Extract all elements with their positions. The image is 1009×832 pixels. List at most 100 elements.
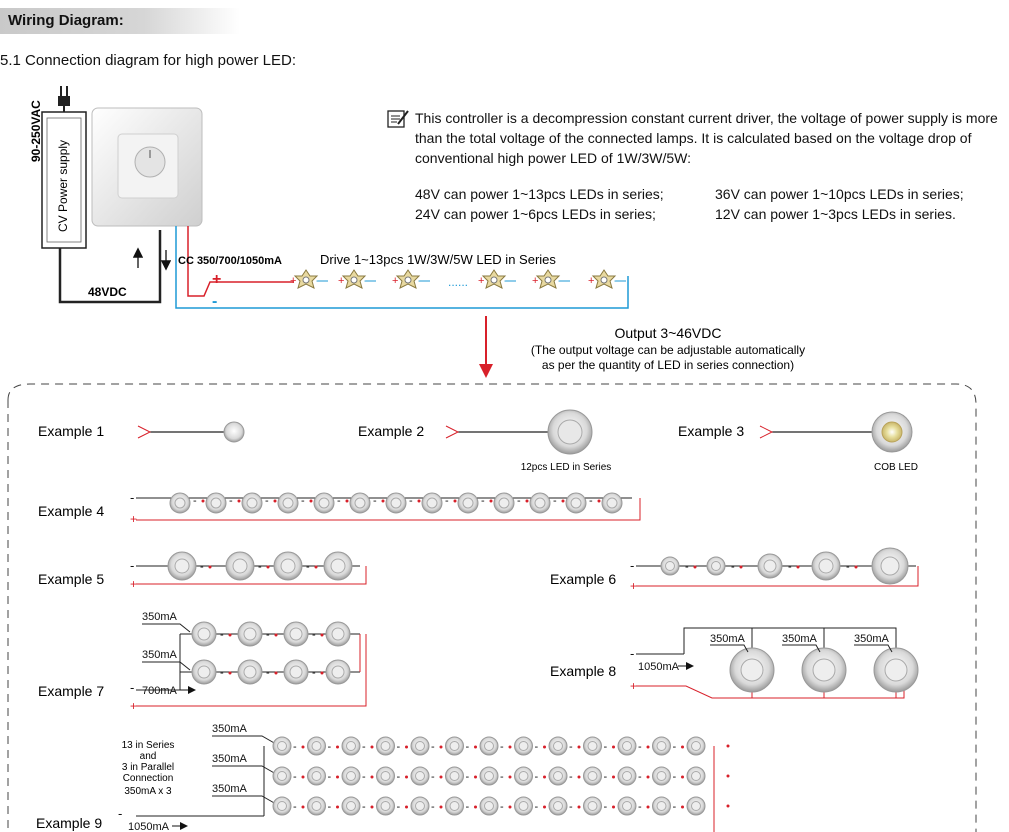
ex9-led-1-12 — [652, 736, 671, 756]
ex7-current-total: 700mA — [142, 685, 178, 697]
svg-text:-: - — [364, 273, 368, 287]
ex8-current-1: 350mA — [710, 633, 746, 645]
note-text: This controller is a decompression const… — [415, 110, 998, 166]
example-1-led — [223, 421, 245, 443]
ex9-current-1: 350mA — [212, 723, 248, 735]
cc-label: CC 350/700/1050mA — [178, 255, 282, 267]
svg-text:-: - — [306, 561, 310, 573]
ex9-led-1-5 — [410, 736, 430, 756]
svg-text:-: - — [673, 801, 677, 813]
svg-text:-: - — [630, 646, 634, 661]
ex9-led-3-13 — [686, 796, 706, 816]
ex4-led-1 — [169, 492, 191, 514]
star-led-5: +- — [532, 269, 570, 289]
svg-text:-: - — [265, 495, 269, 507]
dimmer-knob-icon — [134, 146, 166, 178]
svg-text:+: + — [212, 271, 221, 288]
ex9-led-2-3 — [341, 766, 361, 786]
ac-label: 90-250VAC — [29, 100, 43, 162]
svg-text:+: + — [478, 275, 484, 287]
ex9-led-3-5 — [410, 796, 430, 816]
ex4-led-6 — [349, 492, 371, 514]
example-3-label: Example 3 — [678, 423, 744, 439]
examples-dynamic: -+-------------+----+-------350mA---350m… — [118, 490, 919, 832]
ex9-note-5: 350mA x 3 — [124, 786, 172, 797]
ex6-led-1 — [660, 556, 680, 576]
svg-text:-: - — [316, 273, 320, 287]
svg-text:-: - — [130, 680, 134, 695]
svg-text:-: - — [638, 771, 642, 783]
svg-text:-: - — [481, 495, 485, 507]
svg-text:-: - — [614, 273, 618, 287]
svg-text:-: - — [553, 495, 557, 507]
ex9-led-3-10 — [583, 796, 602, 816]
svg-text:-: - — [258, 561, 262, 573]
ex9-led-1-1 — [272, 736, 292, 756]
svg-text:-: - — [362, 771, 366, 783]
ex7-current-1: 350mA — [142, 611, 178, 623]
output-title: Output 3~46VDC — [614, 325, 721, 341]
ex9-led-3-9 — [548, 796, 568, 816]
star-led-2: +- — [338, 269, 376, 289]
svg-text:-: - — [604, 741, 608, 753]
ex9-note-4: Connection — [123, 773, 174, 784]
svg-text:-: - — [328, 771, 332, 783]
ex9-led-3-1 — [272, 796, 292, 816]
ex9-led-2-1 — [272, 766, 292, 786]
example-2-wiring — [445, 425, 548, 439]
svg-text:-: - — [638, 741, 642, 753]
ex6-led-5 — [871, 547, 909, 585]
svg-text:+: + — [392, 275, 398, 287]
svg-text:-: - — [362, 741, 366, 753]
svg-text:-: - — [293, 741, 297, 753]
svg-text:-: - — [500, 771, 504, 783]
ex9-led-3-6 — [445, 796, 464, 816]
ex9-led-2-2 — [307, 766, 326, 786]
ex9-note-1: 13 in Series — [122, 740, 175, 751]
example-6-label: Example 6 — [550, 571, 616, 587]
svg-text:-: - — [397, 771, 401, 783]
ex9-led-3-3 — [341, 796, 361, 816]
ex8-current-2: 350mA — [782, 633, 818, 645]
ex9-current-2: 350mA — [212, 753, 248, 765]
ex7-current-2: 350mA — [142, 649, 178, 661]
star-led-1: +- — [290, 269, 328, 289]
svg-text:-: - — [466, 741, 470, 753]
svg-text:-: - — [504, 273, 508, 287]
star-led-3: +- — [392, 269, 430, 289]
ex9-led-2-10 — [583, 766, 602, 786]
svg-text:-: - — [685, 561, 689, 573]
svg-text:-: - — [569, 801, 573, 813]
output-line-2: as per the quantity of LED in series con… — [542, 358, 794, 372]
svg-text:-: - — [673, 741, 677, 753]
svg-text:-: - — [517, 495, 521, 507]
svg-text:-: - — [312, 629, 316, 641]
ex4-led-4 — [277, 492, 299, 514]
ex5-led-4 — [323, 551, 353, 581]
svg-text:-: - — [466, 801, 470, 813]
ex9-led-3-4 — [376, 796, 395, 816]
svg-text:-: - — [229, 495, 233, 507]
capacity-12v: 12V can power 1~3pcs LEDs in series. — [715, 206, 956, 222]
ex9-led-3-12 — [652, 796, 671, 816]
note-icon — [386, 108, 410, 135]
drive-label: Drive 1~13pcs 1W/3W/5W LED in Series — [320, 252, 556, 267]
power-supply-label: CV Power supply — [56, 140, 70, 232]
power-supply-box — [41, 111, 87, 249]
svg-text:-: - — [569, 741, 573, 753]
ex7-led-2-3 — [283, 659, 309, 685]
ex5-led-3 — [273, 551, 303, 581]
svg-text:-: - — [431, 801, 435, 813]
svg-text:-: - — [630, 558, 634, 573]
svg-text:-: - — [212, 293, 217, 310]
ex7-led-1-2 — [237, 621, 263, 647]
ex9-led-2-13 — [686, 766, 706, 786]
ex4-led-9 — [457, 492, 479, 514]
ex8-led-3 — [873, 647, 919, 693]
svg-text:-: - — [220, 629, 224, 641]
ex9-led-1-6 — [445, 736, 464, 756]
ex9-led-1-9 — [548, 736, 568, 756]
svg-text:+: + — [130, 512, 137, 526]
example-9-label: Example 9 — [36, 815, 102, 831]
svg-text:-: - — [535, 801, 539, 813]
